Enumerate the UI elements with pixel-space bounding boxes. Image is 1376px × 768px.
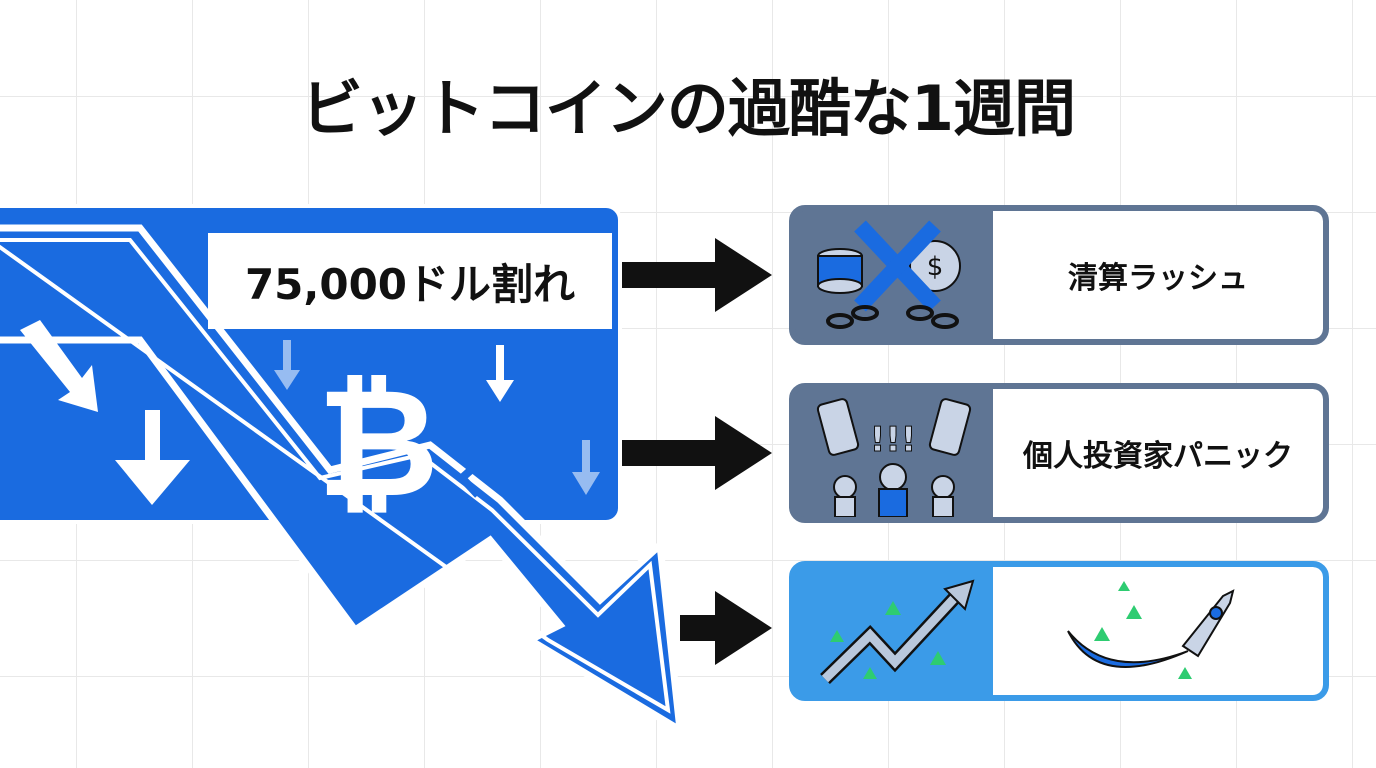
card-investor-panic: !!! 個人投資家パニック [789, 383, 1329, 523]
rising-chart-icon [820, 579, 975, 685]
svg-text:$: $ [927, 252, 944, 282]
arrow-right-icon [680, 591, 772, 665]
card-recovery [789, 561, 1329, 701]
arrow-right-icon [622, 416, 772, 490]
down-arrow-icon [115, 410, 190, 505]
card-label: 清算ラッシュ [993, 211, 1323, 339]
svg-text:!!!: !!! [870, 420, 917, 460]
card-label: 個人投資家パニック [993, 389, 1323, 517]
price-drop-label: 75,000ドル割れ [208, 233, 612, 329]
page-title: ビットコインの過酷な1週間 [300, 72, 1076, 145]
broken-chain-coins-icon: $ [817, 220, 961, 329]
down-arrows [20, 320, 600, 505]
down-arrow-icon [20, 320, 98, 412]
down-arrow-icon [572, 440, 600, 495]
crash-arrow [0, 224, 685, 737]
flow-arrows [622, 238, 772, 665]
bitcoin-icon: ₿ [317, 357, 439, 531]
card-liquidation: $ 清算ラッシュ [789, 205, 1329, 345]
down-arrow-icon [486, 345, 514, 402]
rocket-icon [1067, 581, 1235, 679]
panicking-investors-icon: !!! [816, 398, 972, 517]
down-arrow-icon [274, 340, 300, 390]
arrow-right-icon [622, 238, 772, 312]
card-label [993, 567, 1323, 695]
